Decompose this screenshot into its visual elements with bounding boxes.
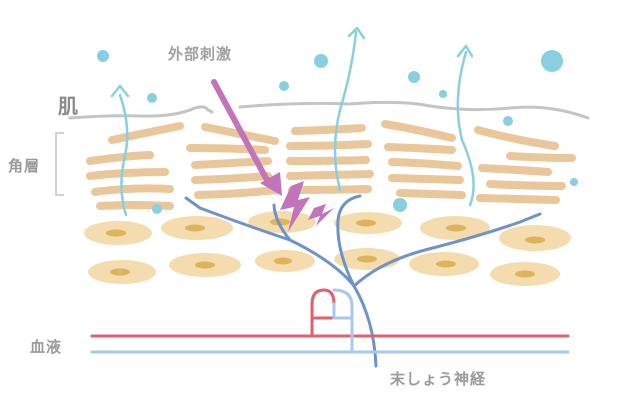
nerve-endings-label: 末しょう神経 bbox=[390, 370, 487, 388]
scale bbox=[388, 158, 462, 170]
scale bbox=[506, 152, 576, 162]
scale bbox=[86, 151, 154, 165]
cell-nucleus bbox=[515, 270, 535, 278]
scale bbox=[86, 168, 169, 180]
cell-nucleus bbox=[525, 236, 545, 244]
cell-nucleus bbox=[185, 224, 205, 232]
skin-cell bbox=[490, 262, 560, 286]
scale bbox=[388, 174, 464, 184]
scale bbox=[96, 201, 174, 210]
moisture-droplet-icon bbox=[570, 178, 578, 186]
skin-cell bbox=[169, 253, 241, 277]
stratum-corneum-label: 角層 bbox=[8, 157, 41, 175]
cell-nucleus bbox=[110, 268, 130, 276]
scale bbox=[384, 143, 456, 154]
cell-layer bbox=[84, 211, 571, 286]
scale bbox=[286, 156, 370, 165]
moisture-droplet-icon bbox=[314, 54, 328, 68]
scale bbox=[91, 184, 174, 196]
moisture-droplet-icon bbox=[152, 204, 162, 214]
skin-surface-line bbox=[68, 100, 590, 120]
scale bbox=[194, 186, 280, 199]
nerve-branch bbox=[184, 196, 378, 368]
cell-nucleus bbox=[195, 261, 215, 269]
cell-nucleus bbox=[106, 229, 126, 237]
moisture-droplet-icon bbox=[97, 50, 109, 62]
skin-cell bbox=[409, 252, 479, 276]
stimulus-arrow-shaft bbox=[211, 79, 271, 185]
scale bbox=[476, 194, 560, 204]
nerve-branch bbox=[272, 203, 292, 242]
scale bbox=[186, 144, 269, 154]
skin-cell bbox=[255, 250, 315, 272]
cell-nucleus bbox=[436, 260, 456, 268]
moisture-droplet-icon bbox=[147, 93, 157, 103]
nerve-endings bbox=[184, 194, 542, 368]
skin-cell bbox=[334, 212, 402, 234]
evaporation-arrow-icon bbox=[456, 44, 475, 207]
nerve-branch bbox=[336, 194, 362, 288]
lightning-bolt-icon bbox=[308, 204, 334, 226]
evaporation-arrow-icon bbox=[110, 84, 130, 217]
moisture-droplets bbox=[97, 50, 578, 214]
moisture-droplet-icon bbox=[541, 50, 563, 72]
evaporation-arrows bbox=[110, 26, 475, 217]
horny-layer bbox=[86, 120, 576, 210]
skin-cell bbox=[420, 216, 490, 240]
skin-cell bbox=[161, 216, 233, 240]
cell-nucleus bbox=[446, 224, 466, 232]
scale bbox=[108, 122, 184, 144]
scale bbox=[291, 124, 366, 135]
scale-stack bbox=[286, 124, 374, 194]
nerve-branch bbox=[352, 212, 542, 288]
scale bbox=[478, 164, 552, 176]
stimulus-arrow-head bbox=[260, 172, 282, 196]
moisture-droplet-icon bbox=[408, 71, 420, 83]
skin-label: 肌 bbox=[58, 94, 79, 118]
moisture-droplet-icon bbox=[503, 116, 513, 126]
scale bbox=[286, 170, 374, 180]
horny-layer-bracket bbox=[55, 132, 64, 196]
scale-stack bbox=[86, 122, 184, 210]
scale bbox=[381, 120, 456, 142]
scale bbox=[191, 157, 272, 169]
scale bbox=[486, 180, 566, 190]
lightning-bolts bbox=[280, 181, 334, 232]
capillary-loop bbox=[310, 288, 336, 338]
scale bbox=[191, 172, 272, 184]
stimulus-arrow-icon bbox=[211, 79, 282, 196]
evaporation-arrow-icon bbox=[333, 26, 366, 192]
moisture-droplet-icon bbox=[439, 90, 447, 98]
skin-cell bbox=[88, 260, 156, 284]
scale-stack bbox=[474, 126, 576, 204]
cell-nucleus bbox=[356, 219, 376, 227]
scale-stack bbox=[381, 120, 466, 199]
cell-nucleus bbox=[274, 257, 292, 265]
blood-vessels bbox=[90, 288, 570, 354]
scale bbox=[474, 126, 559, 150]
scale bbox=[396, 189, 466, 199]
skin-cell bbox=[499, 225, 571, 251]
lightning-bolt-icon bbox=[280, 181, 310, 232]
moisture-droplet-icon bbox=[393, 198, 407, 212]
blood-label: 血液 bbox=[30, 338, 63, 356]
capillary-loop bbox=[332, 288, 354, 354]
scale bbox=[288, 185, 372, 194]
cell-nucleus bbox=[357, 255, 377, 263]
moisture-droplet-icon bbox=[279, 81, 289, 91]
skin-cell bbox=[84, 221, 152, 245]
external-stimulus-label: 外部刺激 bbox=[168, 45, 233, 63]
scale bbox=[286, 140, 372, 150]
